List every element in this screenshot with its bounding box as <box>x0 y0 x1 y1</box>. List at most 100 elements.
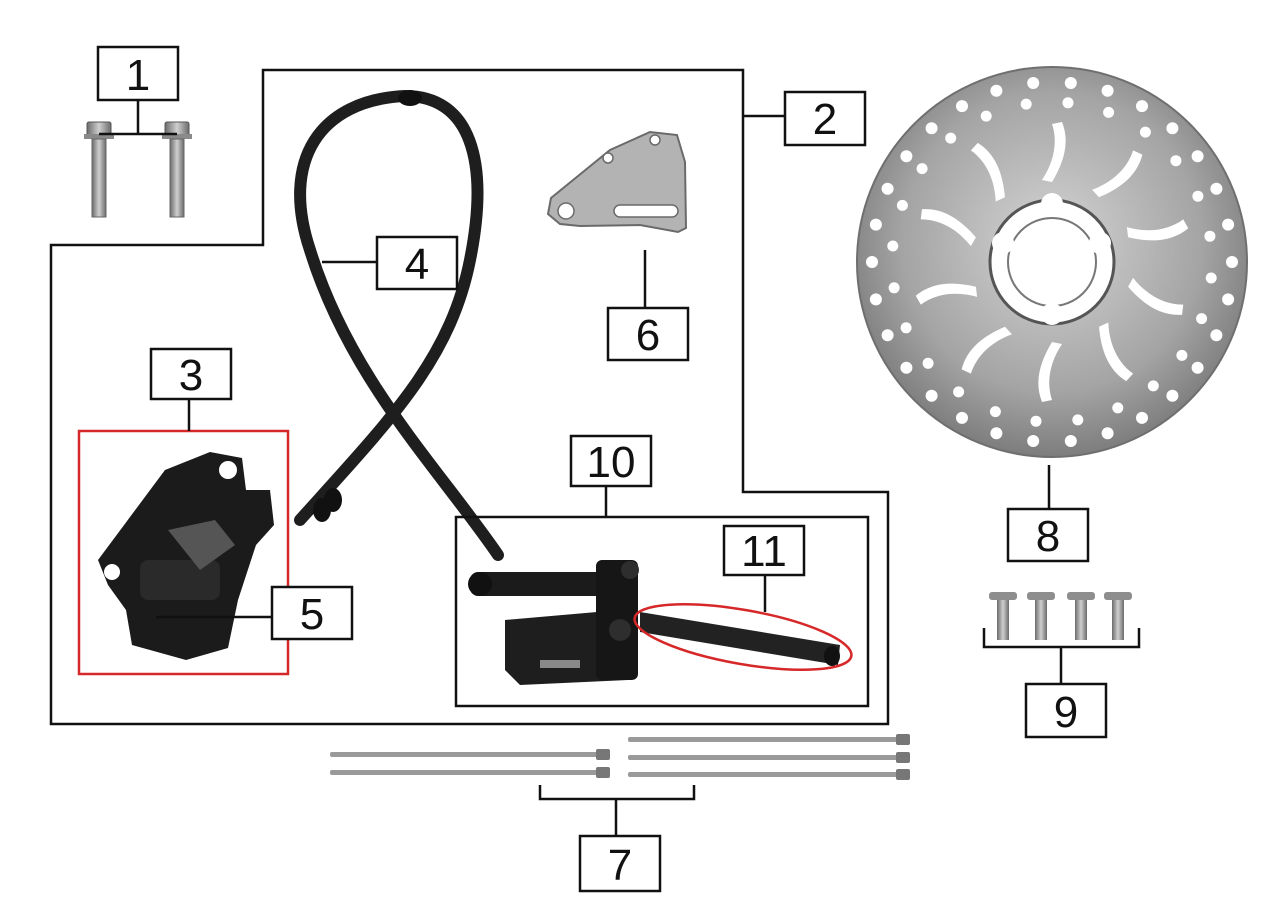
disc-vent-hole <box>1062 97 1074 109</box>
svg-text:6: 6 <box>636 311 660 360</box>
brake-lever-icon <box>640 612 840 666</box>
lever-highlight-ellipse <box>633 603 853 671</box>
disc-vent-hole <box>980 110 992 122</box>
disc-vent-hole <box>1170 155 1182 167</box>
disc-cooling-slot <box>961 326 1012 374</box>
disc-vent-hole <box>1205 272 1217 284</box>
callout-6: 6 <box>606 306 690 362</box>
callout-7: 7 <box>578 834 662 893</box>
svg-text:9: 9 <box>1054 688 1078 737</box>
disc-vent-hole <box>900 361 913 374</box>
disc-vent-hole <box>1222 293 1235 306</box>
cable-tie-icon <box>330 734 910 780</box>
disc-vent-hole <box>881 329 894 342</box>
brake-disc-icon <box>856 66 1248 458</box>
disc-vent-hole <box>1226 256 1238 268</box>
callout-5: 5 <box>270 585 354 641</box>
callout-10: 10 <box>569 434 653 488</box>
disc-vent-hole <box>1192 190 1204 202</box>
svg-text:10: 10 <box>587 438 636 487</box>
disc-vent-hole <box>945 132 957 144</box>
disc-vent-hole <box>1136 100 1148 113</box>
flange-bolt-pair-icon <box>84 121 192 218</box>
disc-vent-hole <box>956 411 968 424</box>
disc-vent-hole <box>989 406 1001 418</box>
assembly-group-outline <box>49 68 890 726</box>
disc-vent-hole <box>1166 389 1179 402</box>
disc-vent-hole <box>1139 126 1151 138</box>
callout-1: 1 <box>96 45 180 102</box>
caliper-highlight-frame <box>77 429 290 676</box>
disc-vent-hole <box>953 386 965 398</box>
svg-text:2: 2 <box>813 95 837 144</box>
disc-vent-hole <box>1112 402 1124 414</box>
master-cylinder-icon <box>468 560 639 685</box>
disc-vent-hole <box>888 282 900 294</box>
disc-vent-hole <box>925 389 938 402</box>
disc-cooling-slot <box>1038 342 1062 402</box>
brake-hose-icon <box>294 89 504 561</box>
brake-caliper-icon <box>98 452 274 660</box>
disc-vent-hole <box>990 427 1003 440</box>
disc-vent-hole <box>1176 349 1188 361</box>
disc-vent-hole <box>1196 313 1208 325</box>
disc-cooling-slot <box>970 142 1005 202</box>
caliper-bracket-icon <box>546 130 688 234</box>
disc-vent-hole <box>1030 415 1042 427</box>
svg-text:8: 8 <box>1036 512 1060 561</box>
disc-vent-hole <box>1210 182 1223 195</box>
disc-vent-hole <box>1103 106 1115 118</box>
disc-vent-hole <box>866 256 878 268</box>
disc-vent-hole <box>990 84 1003 97</box>
disc-cooling-slot <box>920 209 976 247</box>
disc-vent-hole <box>1204 230 1216 242</box>
disc-cooling-slot <box>1128 277 1184 315</box>
svg-text:3: 3 <box>179 351 203 400</box>
callout-2: 2 <box>783 90 867 147</box>
disc-bolt-icon <box>989 592 1132 640</box>
svg-text:7: 7 <box>608 841 632 890</box>
disc-vent-hole <box>1222 218 1235 231</box>
master-cylinder-frame <box>454 515 870 708</box>
disc-vent-hole <box>1210 329 1223 342</box>
disc-vent-hole <box>922 357 934 369</box>
svg-text:11: 11 <box>741 527 787 576</box>
callout-3: 3 <box>149 347 233 401</box>
disc-vent-hole <box>881 182 894 195</box>
disc-vent-hole <box>1064 435 1077 447</box>
callout-4: 4 <box>375 235 459 291</box>
disc-vent-hole <box>1147 380 1159 392</box>
disc-vent-hole <box>956 100 968 113</box>
disc-vent-hole <box>896 199 908 211</box>
leader-lines <box>99 100 1141 836</box>
callout-9: 9 <box>1024 682 1108 739</box>
disc-cooling-slot <box>1042 122 1066 182</box>
disc-vent-hole <box>925 122 938 135</box>
disc-vent-hole <box>1191 361 1204 374</box>
disc-vent-hole <box>1191 150 1204 163</box>
disc-vent-hole <box>1101 84 1114 97</box>
disc-cooling-slot <box>915 283 978 305</box>
disc-vent-hole <box>1027 435 1040 447</box>
svg-text:5: 5 <box>300 590 324 639</box>
disc-vent-hole <box>900 322 912 334</box>
disc-vent-hole <box>900 150 913 163</box>
disc-vent-hole <box>1101 427 1114 440</box>
disc-vent-hole <box>1020 98 1032 110</box>
disc-vent-hole <box>869 293 882 306</box>
disc-vent-hole <box>1136 411 1148 424</box>
disc-cooling-slot <box>1099 322 1134 382</box>
disc-vent-hole <box>1064 77 1077 89</box>
svg-text:4: 4 <box>405 240 429 289</box>
disc-cooling-slot <box>1092 150 1143 198</box>
disc-vent-hole <box>1166 122 1179 135</box>
callout-8: 8 <box>1006 507 1090 563</box>
disc-cooling-slot <box>1126 219 1189 241</box>
disc-vent-hole <box>887 240 899 252</box>
disc-vent-hole <box>1072 414 1084 426</box>
callout-11: 11 <box>722 524 806 577</box>
disc-vent-hole <box>1027 77 1040 89</box>
disc-vent-hole <box>869 218 882 231</box>
disc-vent-hole <box>916 163 928 175</box>
